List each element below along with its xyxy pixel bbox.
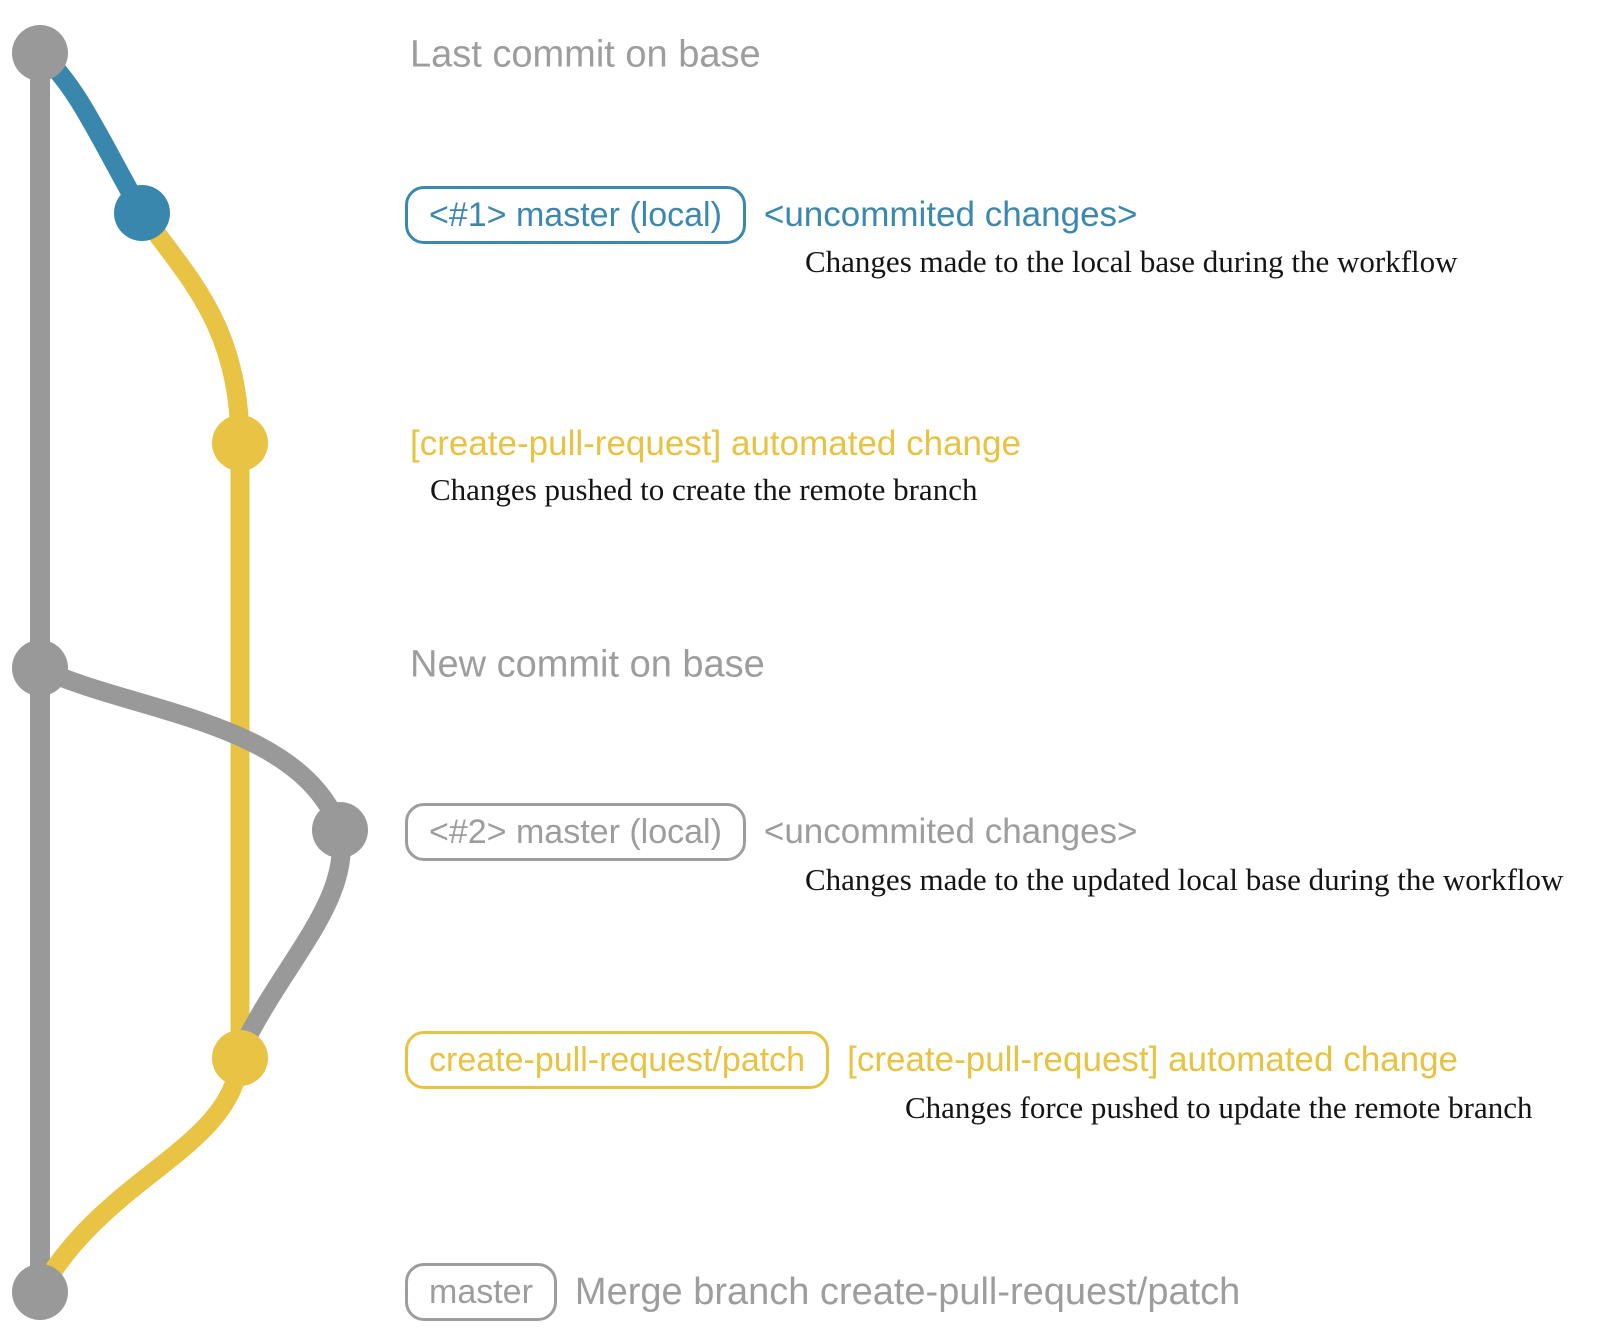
row-commit1: <#1> master (local) <uncommited changes> — [405, 186, 1137, 244]
row-commit2: <#2> master (local) <uncommited changes> — [405, 803, 1137, 861]
new-commit-label: New commit on base — [410, 643, 765, 686]
commit1-description: Changes made to the local base during th… — [805, 244, 1458, 279]
push1-description: Changes pushed to create the remote bran… — [430, 472, 978, 507]
node-push1 — [212, 415, 268, 471]
row-new-commit: New commit on base — [410, 644, 765, 687]
branch-badge-master-local-2: <#2> master (local) — [405, 803, 746, 861]
edge-base-to-commit1 — [30, 43, 152, 223]
commit2-message: <uncommited changes> — [763, 812, 1138, 851]
edge-commit1-to-push1 — [132, 203, 250, 453]
node-commit1 — [114, 185, 170, 241]
node-commit2 — [312, 802, 368, 858]
branch-badge-master-local-1: <#1> master (local) — [405, 186, 746, 244]
row-push1: [create-pull-request] automated change — [410, 424, 1021, 464]
row-last-commit: Last commit on base — [410, 34, 761, 77]
commit-graph — [12, 25, 368, 1320]
edge-push2-to-merge — [30, 1048, 250, 1302]
push2-message: [create-pull-request] automated change — [847, 1040, 1459, 1079]
edge-base-to-commit2 — [30, 658, 350, 840]
merge-message: Merge branch create-pull-request/patch — [574, 1270, 1241, 1313]
node-push2 — [212, 1030, 268, 1086]
node-last-commit — [12, 25, 68, 81]
commit2-description: Changes made to the updated local base d… — [805, 862, 1564, 897]
edge-commit2-to-push2 — [232, 820, 351, 1058]
row-push2: create-pull-request/patch [create-pull-r… — [405, 1031, 1458, 1089]
branch-badge-create-pull-request-patch: create-pull-request/patch — [405, 1031, 830, 1089]
row-merge: master Merge branch create-pull-request/… — [405, 1263, 1240, 1321]
commit1-message: <uncommited changes> — [763, 195, 1138, 234]
push2-description: Changes force pushed to update the remot… — [905, 1090, 1533, 1125]
push1-message: [create-pull-request] automated change — [410, 424, 1021, 463]
node-new-commit — [12, 640, 68, 696]
branch-badge-master: master — [405, 1263, 557, 1321]
last-commit-label: Last commit on base — [410, 33, 761, 76]
node-merge — [12, 1264, 68, 1320]
